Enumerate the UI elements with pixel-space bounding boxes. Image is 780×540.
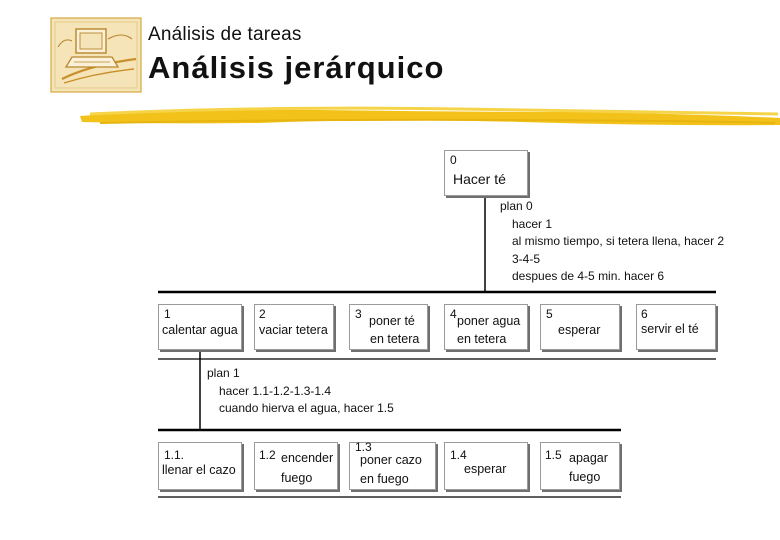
task-node-3: 3 poner té en tetera [349, 304, 428, 350]
task-label-line2: en fuego [360, 472, 409, 486]
task-label-line2: en tetera [370, 332, 420, 346]
task-node-1-2: 1.2 encender fuego [254, 442, 338, 490]
plan-line: despues de 4-5 min. hacer 6 [512, 269, 665, 283]
task-label: vaciar tetera [259, 323, 328, 337]
plan-line: hacer 1 [512, 216, 553, 231]
plan-line: al mismo tiempo, si tetera llena, hacer … [512, 234, 725, 248]
task-node-1-5: 1.5 apagar fuego [540, 442, 620, 490]
task-label: esperar [558, 323, 601, 337]
task-number: 1.2 [259, 448, 276, 462]
task-node-5: 5 esperar [540, 304, 620, 350]
task-label: servir el té [641, 322, 699, 336]
task-label: calentar agua [162, 323, 238, 337]
plan-title: plan 1 [207, 366, 240, 380]
task-label: poner té [369, 314, 415, 328]
task-node-root: 0 Hacer té [444, 150, 528, 196]
task-node-1-4: 1.4 esperar [444, 442, 528, 490]
computer-logo-icon [50, 17, 142, 93]
task-label: poner agua [457, 314, 521, 328]
task-label: llenar el cazo [162, 463, 236, 477]
task-number: 1.4 [450, 448, 467, 462]
plan-line: cuando hierva el agua, hacer 1.5 [219, 401, 394, 415]
task-node-1-1: 1.1. llenar el cazo [158, 442, 242, 490]
task-number: 6 [641, 307, 648, 321]
section-subtitle: Análisis de tareas [148, 24, 302, 45]
page-title: Análisis jerárquico [148, 50, 445, 85]
plan-0: plan 0 hacer 1 al mismo tiempo, si teter… [500, 198, 724, 286]
task-label-line2: en tetera [457, 332, 507, 346]
task-node-1-3: 1.3 poner cazo en fuego [349, 440, 436, 490]
task-number: 3 [355, 307, 362, 321]
task-node-2: 2 vaciar tetera [254, 304, 334, 350]
task-number: 5 [546, 307, 553, 321]
task-label: poner cazo [360, 453, 422, 467]
plan-line: hacer 1.1-1.2-1.3-1.4 [219, 383, 332, 398]
task-number: 0 [450, 153, 457, 167]
task-label: apagar [569, 451, 608, 465]
task-label-line2: fuego [569, 470, 601, 484]
task-label: esperar [464, 462, 507, 476]
task-label-line2: fuego [281, 471, 313, 485]
plan-line: 3-4-5 [512, 251, 541, 266]
plan-1: plan 1 hacer 1.1-1.2-1.3-1.4 cuando hier… [207, 365, 394, 418]
task-number: 1.3 [355, 440, 372, 454]
task-label: Hacer té [453, 171, 506, 187]
task-node-6: 6 servir el té [636, 304, 716, 350]
task-number: 1.5 [545, 448, 562, 462]
task-label: encender [281, 451, 334, 465]
task-number: 1 [164, 307, 171, 321]
task-node-4: 4 poner agua en tetera [444, 304, 528, 350]
title-underline-brushstroke [80, 106, 780, 126]
task-number: 1.1. [164, 448, 185, 462]
task-number: 2 [259, 307, 266, 321]
task-node-1: 1 calentar agua [158, 304, 242, 350]
plan-title: plan 0 [500, 199, 533, 213]
task-number: 4 [450, 307, 457, 321]
